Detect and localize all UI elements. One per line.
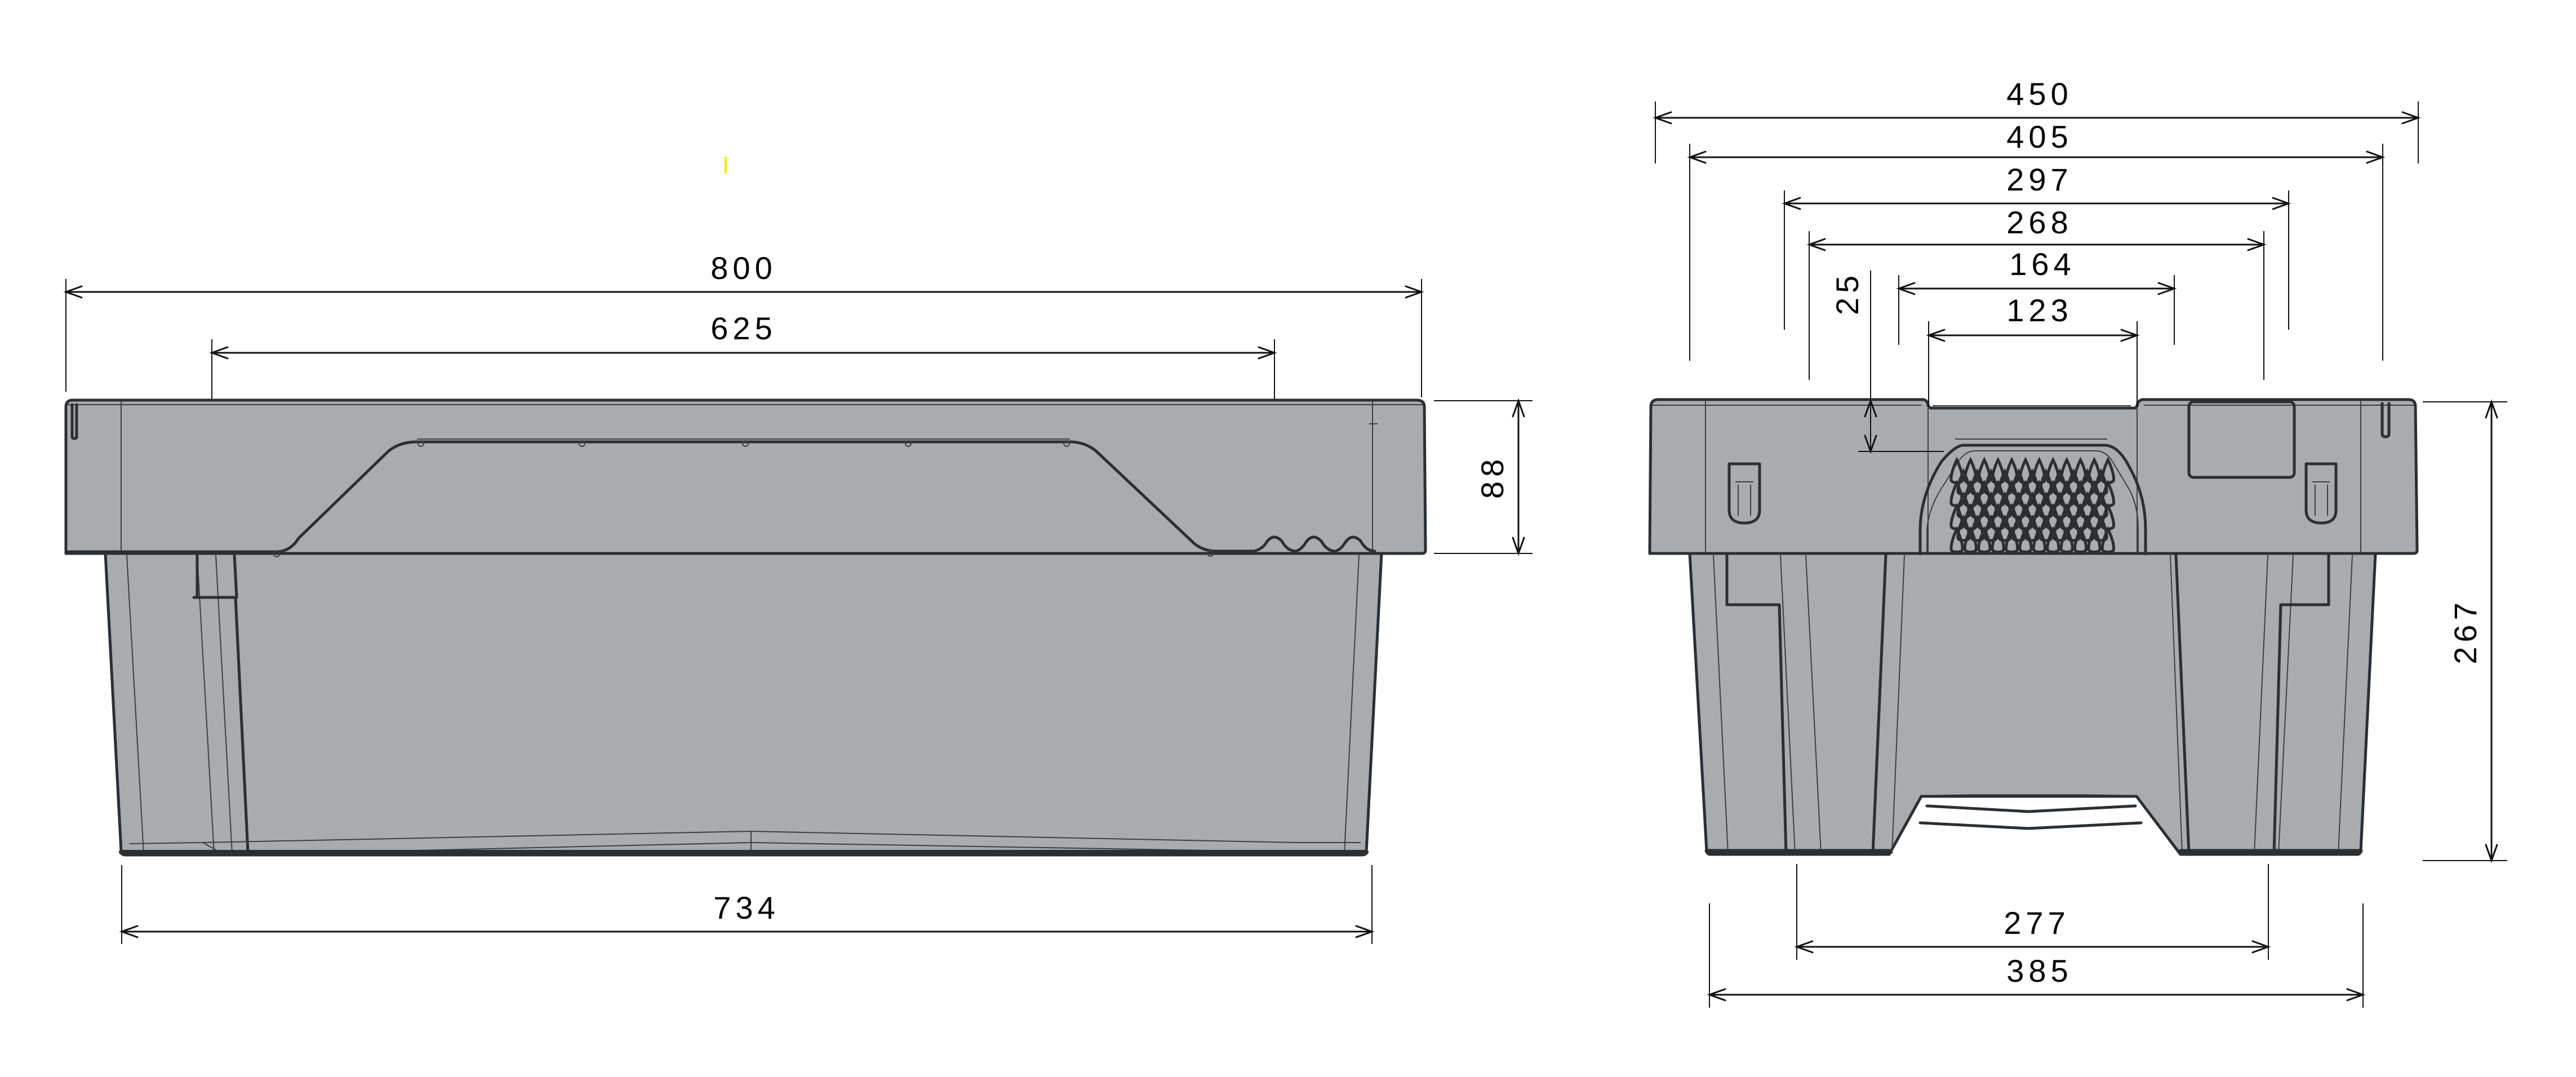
dim-734: 734	[121, 865, 1373, 944]
dim-297-label: 297	[2006, 162, 2072, 197]
dim-277: 277	[1796, 864, 2269, 960]
dim-164-label: 164	[2009, 246, 2075, 282]
end-view: 450 405 297 268 164	[1648, 76, 2507, 1008]
latch-slot-right	[2304, 462, 2338, 525]
dim-268-label: 268	[2006, 205, 2072, 240]
dim-268: 268	[1808, 205, 2265, 380]
dim-88: 88	[1434, 400, 1533, 555]
dim-405-label: 405	[2006, 119, 2072, 154]
lid-rivets	[273, 440, 1214, 557]
dim-385-label: 385	[2006, 953, 2072, 989]
handle-recess	[1918, 444, 2147, 556]
dim-800-label: 800	[710, 250, 776, 286]
end-base-notch	[1918, 794, 2143, 830]
dim-405: 405	[1689, 119, 2384, 361]
label-panel	[2187, 400, 2296, 479]
side-rim	[64, 398, 1427, 555]
dim-297: 297	[1783, 162, 2290, 330]
dim-123-label: 123	[2006, 292, 2072, 328]
dim-625-label: 625	[710, 311, 776, 346]
dim-625: 625	[211, 311, 1276, 399]
dim-277-label: 277	[2004, 905, 2069, 941]
side-body	[104, 552, 1383, 857]
dim-267-label: 267	[2448, 598, 2483, 664]
dim-88-label: 88	[1474, 455, 1510, 499]
latch-slot-left	[1727, 462, 1761, 525]
dim-385: 385	[1708, 903, 2364, 1008]
dim-450: 450	[1654, 76, 2419, 163]
dim-164: 164	[1898, 246, 2175, 345]
dim-450-label: 450	[2006, 76, 2072, 112]
dim-25-label: 25	[1829, 271, 1865, 315]
dim-25: 25	[1829, 271, 1944, 453]
dim-800: 800	[65, 250, 1423, 397]
dim-734-label: 734	[713, 890, 779, 925]
dim-123: 123	[1927, 292, 2138, 407]
dim-267: 267	[2423, 401, 2507, 862]
side-view: 800 625 88 734	[64, 250, 1533, 944]
